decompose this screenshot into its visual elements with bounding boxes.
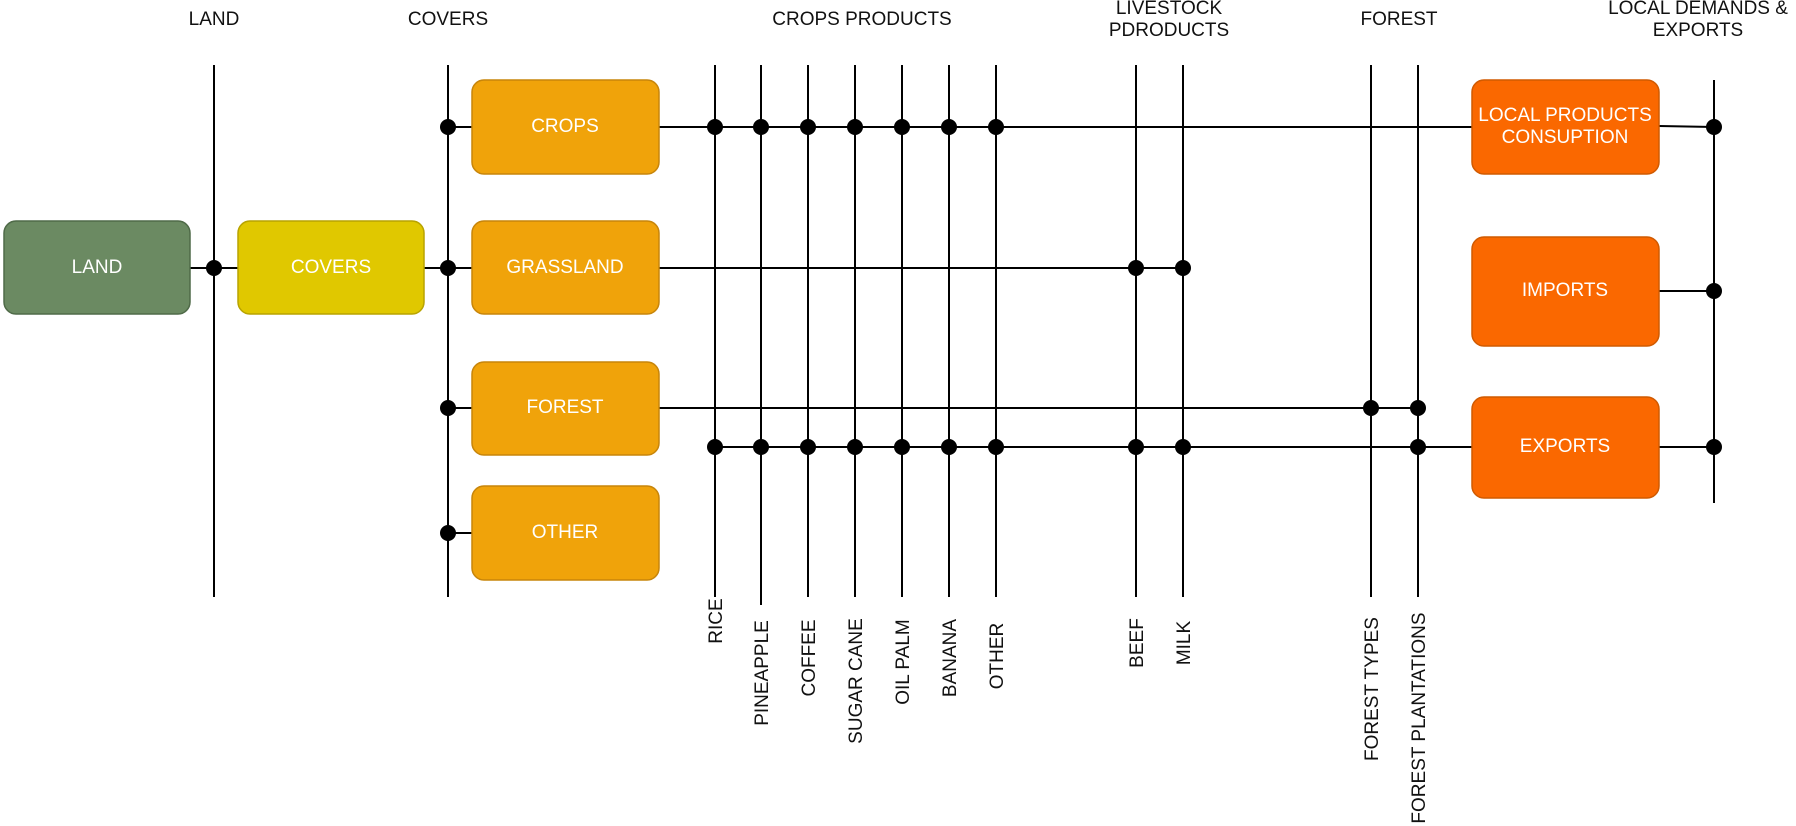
- junction-dot: [988, 119, 1004, 135]
- forest-box[interactable]: FOREST: [471, 361, 660, 456]
- header-crops-products: CROPS PRODUCTS: [772, 9, 951, 30]
- land-box-label: LAND: [72, 257, 123, 278]
- junction-dot: [440, 119, 456, 135]
- header-local_demands-line-1: LOCAL DEMANDS &: [1608, 0, 1788, 19]
- junction-dot: [1128, 439, 1144, 455]
- junction-dot: [753, 439, 769, 455]
- bus-label-sugar-cane: SUGAR CANE: [846, 618, 867, 744]
- bus-label-forest-plantations: FOREST PLANTATIONS: [1409, 612, 1430, 823]
- bus-label-coffee: COFFEE: [799, 619, 820, 696]
- junction-dot: [440, 525, 456, 541]
- exports-box-rect: [1471, 396, 1660, 499]
- local-consumption-box-label-line-1: LOCAL PRODUCTS: [1478, 105, 1652, 126]
- junction-dot: [941, 439, 957, 455]
- junction-dot: [894, 119, 910, 135]
- covers-box-rect: [237, 220, 425, 315]
- exports-box[interactable]: EXPORTS: [1471, 396, 1660, 499]
- other-box[interactable]: OTHER: [471, 485, 660, 581]
- junction-dot: [753, 119, 769, 135]
- header-covers: COVERS: [408, 9, 488, 30]
- junction-dot: [707, 119, 723, 135]
- crops-box-label: CROPS: [531, 116, 599, 137]
- crops-box-rect: [471, 79, 660, 175]
- junction-dot: [1410, 400, 1426, 416]
- forest-box-label-line-1: FOREST: [526, 397, 603, 418]
- junction-dot: [847, 439, 863, 455]
- bus-label-milk: MILK: [1174, 621, 1195, 666]
- land-box[interactable]: LAND: [3, 220, 191, 315]
- exports-box-label: EXPORTS: [1520, 436, 1610, 457]
- junction-dot: [1175, 260, 1191, 276]
- grassland-box[interactable]: GRASSLAND: [471, 220, 660, 315]
- junction-dot: [1706, 439, 1722, 455]
- junction-dot: [1706, 119, 1722, 135]
- land-box-rect: [3, 220, 191, 315]
- grassland-box-rect: [471, 220, 660, 315]
- junction-dot: [1363, 400, 1379, 416]
- junction-dot: [847, 119, 863, 135]
- crops-box[interactable]: CROPS: [471, 79, 660, 175]
- land-box-label-line-1: LAND: [72, 257, 123, 278]
- header-land: LAND: [189, 9, 240, 30]
- header-land-line-1: LAND: [189, 9, 240, 30]
- other-box-label-line-1: OTHER: [532, 522, 599, 543]
- bus-label-other: OTHER: [987, 623, 1008, 690]
- bus-label-forest-types: FOREST TYPES: [1362, 617, 1383, 761]
- header-forest: FOREST: [1360, 9, 1437, 30]
- header-local-demands-exports: LOCAL DEMANDS &EXPORTS: [1608, 0, 1788, 41]
- junction-dot: [941, 119, 957, 135]
- exports-box-label-line-1: EXPORTS: [1520, 436, 1610, 457]
- header-covers-line-1: COVERS: [408, 9, 488, 30]
- junction-dot: [1410, 439, 1426, 455]
- junction-dot: [707, 439, 723, 455]
- imports-box-rect: [1471, 236, 1660, 347]
- imports-box-label: IMPORTS: [1522, 280, 1608, 301]
- crops-box-label-line-1: CROPS: [531, 116, 599, 137]
- covers-box-label-line-1: COVERS: [291, 257, 371, 278]
- junction-dot: [440, 400, 456, 416]
- link-consumption-bus: [1658, 125, 1715, 128]
- bus-label-oil-palm: OIL PALM: [893, 619, 914, 705]
- local-consumption-box-label-line-2: CONSUPTION: [1502, 127, 1629, 148]
- junction-dot: [800, 439, 816, 455]
- junction-dot: [440, 260, 456, 276]
- other-box-rect: [471, 485, 660, 581]
- imports-box[interactable]: IMPORTS: [1471, 236, 1660, 347]
- junction-dot: [988, 439, 1004, 455]
- junction-dot: [1706, 283, 1722, 299]
- header-livestock_products-line-2: PDRODUCTS: [1109, 20, 1229, 41]
- forest-box-label: FOREST: [526, 397, 603, 418]
- junction-dot: [206, 260, 222, 276]
- imports-box-label-line-1: IMPORTS: [1522, 280, 1608, 301]
- junction-dots: [206, 119, 1722, 541]
- header-forest-line-1: FOREST: [1360, 9, 1437, 30]
- bus-label-banana: BANANA: [940, 619, 961, 697]
- bus-label-rice: RICE: [706, 598, 727, 643]
- header-crops_products-line-1: CROPS PRODUCTS: [772, 9, 951, 30]
- forest-box-rect: [471, 361, 660, 456]
- junction-dot: [894, 439, 910, 455]
- bus-label-pineapple: PINEAPPLE: [752, 620, 773, 726]
- junction-dot: [1128, 260, 1144, 276]
- header-local_demands-line-2: EXPORTS: [1653, 20, 1743, 41]
- covers-box[interactable]: COVERS: [237, 220, 425, 315]
- header-livestock_products-line-1: LIVESTOCK: [1116, 0, 1223, 19]
- junction-dot: [1175, 439, 1191, 455]
- grassland-box-label: GRASSLAND: [506, 257, 623, 278]
- other-box-label: OTHER: [532, 522, 599, 543]
- bus-label-beef: BEEF: [1127, 618, 1148, 668]
- junction-dot: [800, 119, 816, 135]
- local-consumption-box-rect: [1471, 79, 1660, 175]
- grassland-box-label-line-1: GRASSLAND: [506, 257, 623, 278]
- covers-box-label: COVERS: [291, 257, 371, 278]
